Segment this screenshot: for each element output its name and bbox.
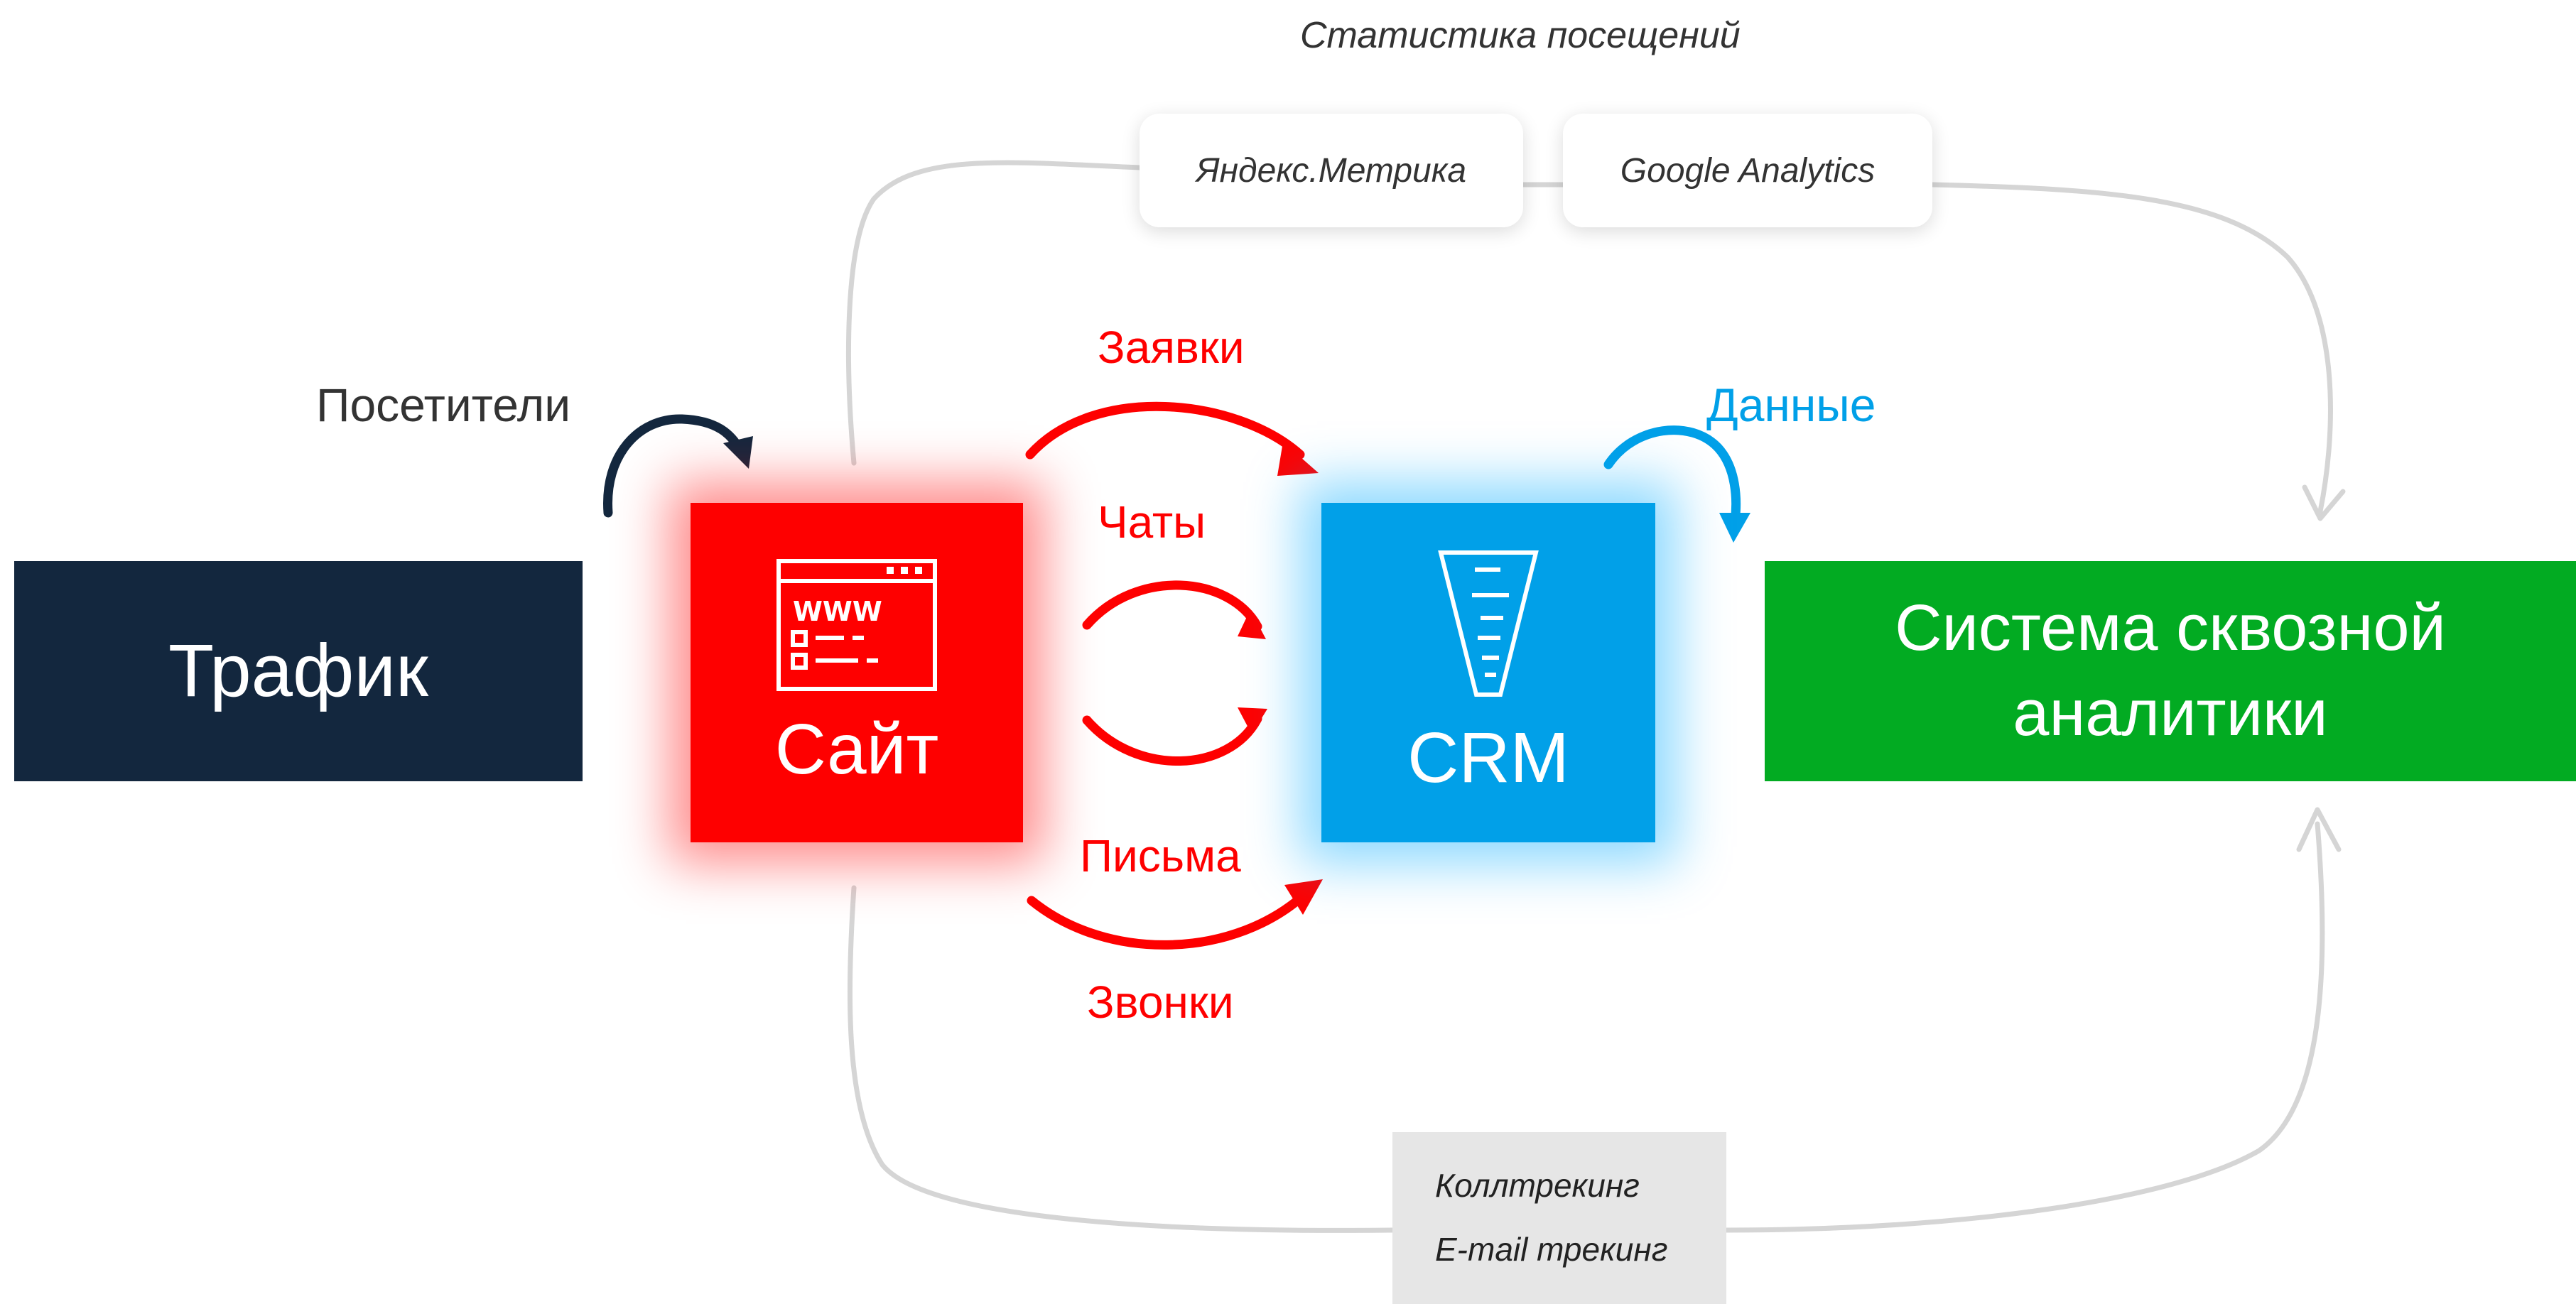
funnel-icon (1435, 547, 1542, 703)
end-to-end-analytics-block: Система сквозной аналитики (1765, 561, 2576, 781)
site-label: Сайт (774, 709, 939, 789)
yandex-metrika-badge: Яндекс.Метрика (1140, 114, 1523, 227)
data-arrow (1603, 425, 1741, 526)
top-arrowhead (2302, 484, 2346, 521)
calls-label: Звонки (1087, 977, 1234, 1028)
site-block: WWW Сайт (691, 503, 1023, 842)
chats-arrowhead-bottom (1238, 707, 1267, 734)
visitors-label: Посетители (316, 379, 571, 431)
crm-label: CRM (1407, 717, 1569, 798)
google-analytics-label: Google Analytics (1620, 151, 1876, 190)
bottom-connector-left (847, 885, 1395, 1233)
top-connector-left (846, 160, 1142, 466)
chats-label: Чаты (1098, 496, 1206, 548)
calltracking-label: Коллтрекинг (1435, 1167, 1640, 1205)
data-arrowhead (1719, 513, 1750, 543)
traffic-block: Трафик (14, 561, 583, 781)
chats-arrow-bottom (1082, 714, 1262, 766)
data-label: Данные (1706, 379, 1876, 431)
top-connector-right (1930, 182, 2333, 514)
requests-arrow (1025, 401, 1305, 460)
requests-label: Заявки (1098, 322, 1245, 373)
analytics-label-line2: аналитики (2013, 677, 2328, 749)
chats-arrow-top (1082, 580, 1262, 631)
bottom-connector-right (1723, 821, 2325, 1233)
chats-arrowhead-top (1238, 609, 1266, 639)
bottom-arrowhead (2296, 807, 2342, 852)
yandex-metrika-label: Яндекс.Метрика (1196, 151, 1467, 190)
letters-label: Письма (1080, 830, 1241, 881)
tracking-box: Коллтрекинг E-mail трекинг (1392, 1132, 1726, 1304)
google-analytics-badge: Google Analytics (1563, 114, 1932, 227)
svg-text:WWW: WWW (793, 596, 882, 627)
traffic-label: Трафик (168, 629, 428, 712)
browser-www-icon: WWW (773, 555, 941, 695)
letters-arrowhead (1284, 879, 1323, 915)
crm-block: CRM (1321, 503, 1655, 842)
visit-statistics-label: Статистика посещений (1300, 15, 1741, 56)
email-tracking-label: E-mail трекинг (1435, 1231, 1668, 1268)
visitors-arrow (603, 414, 745, 518)
analytics-label-line1: Система сквозной (1895, 592, 2446, 665)
requests-arrowhead (1277, 442, 1319, 476)
letters-arrow (1027, 887, 1312, 950)
visitors-arrowhead (723, 436, 753, 469)
